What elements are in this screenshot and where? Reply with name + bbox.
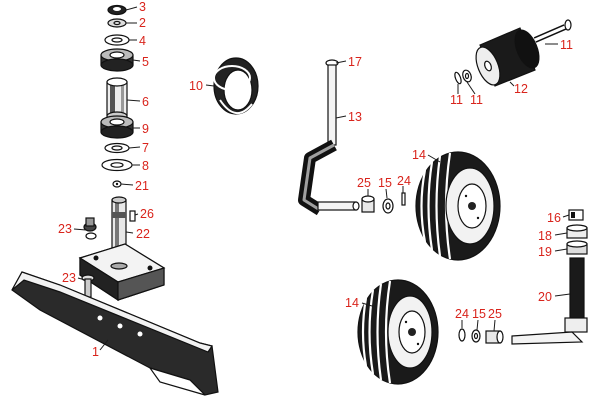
callout-22: 22 [136,227,150,241]
bearing-part-9 [100,115,134,139]
callout-23-upper: 23 [58,222,72,236]
washer-part-7 [104,142,130,154]
callout-14-upper: 14 [412,148,426,162]
callout-26: 26 [140,207,154,221]
callout-7: 7 [142,141,149,155]
callout-3: 3 [139,0,146,14]
callout-21: 21 [135,179,149,193]
callouts: 3 2 4 5 6 9 7 8 21 26 22 23 23 1 10 17 1… [58,0,573,359]
washer-part-15-upper [382,198,394,214]
callout-5: 5 [142,55,149,69]
washer-part-2 [107,18,127,28]
caster-stack [511,209,588,345]
callout-17: 17 [348,55,362,69]
callout-24-lower: 24 [455,307,469,321]
bearing-part-5 [100,48,134,72]
callout-12: 12 [514,82,528,96]
caster-axle-part-13 [298,59,360,216]
callout-4: 4 [139,34,146,48]
wheel-part-14-lower [357,279,439,385]
callout-11-left: 11 [450,93,463,107]
callout-16: 16 [547,211,561,225]
nut-part-3 [107,4,127,16]
callout-2: 2 [139,16,146,30]
callout-6: 6 [142,95,149,109]
spacer-part-25-upper [361,195,375,213]
spacer-tube-part-6 [106,77,128,121]
callout-14-lower: 14 [345,296,359,310]
bearing-part-18 [566,224,588,239]
wheel-part-14-upper [415,151,501,261]
pin-part-24-lower [458,328,466,342]
cap-part-16 [568,209,584,221]
washer-part-8 [101,158,133,172]
bushing-part-10 [213,57,259,115]
callout-18: 18 [538,229,552,243]
washer-part-15-lower [471,329,481,343]
blade-part-1 [11,271,219,396]
spindle-shaft-part-22 [78,196,166,302]
nut-part-21 [112,180,122,188]
leader-lines [73,6,571,351]
callout-1: 1 [92,345,99,359]
spacer-part-25-lower [485,330,504,344]
callout-15-lower: 15 [472,307,486,321]
callout-23-lower: 23 [62,271,76,285]
callout-15-upper: 15 [378,176,392,190]
bearing-part-19 [566,240,588,255]
bolt-part-23-lower [81,274,95,298]
callout-11-right: 11 [470,93,483,107]
callout-25-lower: 25 [488,307,502,321]
callout-24-upper: 24 [397,174,411,188]
washers-part-11-lower [454,69,472,85]
callout-25-upper: 25 [357,176,371,190]
callout-10: 10 [189,79,203,93]
callout-11-top: 11 [560,38,573,52]
pin-part-24-upper [401,192,406,206]
roller-part-12 [475,27,540,87]
spindle-stack [78,4,166,302]
callout-19: 19 [538,245,552,259]
caster-post-part-20 [511,257,588,345]
callout-8: 8 [142,159,149,173]
callout-13: 13 [348,110,362,124]
bolt-part-11-top [533,19,572,43]
washer-part-4 [104,34,130,46]
callout-9: 9 [142,122,149,136]
bolt-nut-part-23-upper [83,217,97,240]
key-part-26 [129,210,136,222]
callout-20: 20 [538,290,552,304]
